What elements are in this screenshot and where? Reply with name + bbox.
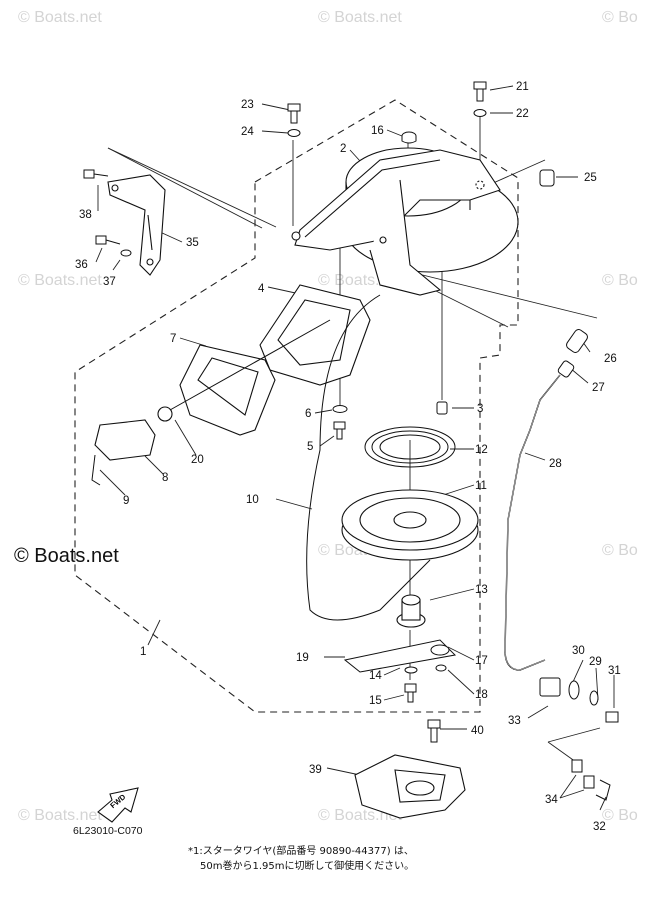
callout-25: 25 (584, 172, 597, 184)
callout-22: 22 (516, 108, 529, 120)
callout-37: 37 (103, 276, 116, 288)
bracket-35 (107, 174, 166, 276)
callout-4: 4 (258, 283, 265, 295)
bolt-15 (404, 683, 417, 703)
watermark-top-left: © Boats.net (18, 9, 102, 26)
washer-6 (332, 405, 348, 413)
clip-17 (430, 644, 450, 656)
washer-14 (404, 666, 418, 674)
watermark-top-center: © Boats.net (318, 9, 402, 26)
callout-13: 13 (475, 584, 488, 596)
callout-38: 38 (79, 209, 92, 221)
washer-37 (120, 249, 132, 257)
callout-26: 26 (604, 353, 617, 365)
nut-16 (401, 131, 417, 144)
callout-11: 11 (475, 480, 487, 492)
cable-end-26 (566, 329, 588, 353)
callout-23: 23 (241, 99, 254, 111)
bolt-5 (333, 421, 346, 440)
callout-28: 28 (549, 458, 562, 470)
sheave-drum-11 (341, 489, 479, 561)
callout-33: 33 (508, 715, 521, 727)
bolt-21 (473, 81, 487, 102)
callout-2: 2 (340, 143, 346, 155)
callout-20: 20 (191, 454, 204, 466)
callout-9: 9 (123, 495, 129, 507)
callout-29: 29 (589, 656, 602, 668)
friction-spring-19 (343, 639, 457, 673)
callout-40: 40 (471, 725, 484, 737)
fwd-arrow-icon: FWD (97, 787, 139, 823)
callout-19: 19 (296, 652, 309, 664)
callout-32: 32 (593, 821, 606, 833)
callout-39: 39 (309, 764, 322, 776)
watermark-top-right: © Bo (602, 9, 638, 26)
callout-8: 8 (162, 472, 168, 484)
callout-35: 35 (186, 237, 199, 249)
diagram-code: 6L23010-C070 (73, 825, 143, 837)
callout-10: 10 (246, 494, 259, 506)
callout-30: 30 (572, 645, 585, 657)
callout-14: 14 (369, 670, 382, 682)
callout-1: 1 (140, 646, 146, 658)
callout-6: 6 (305, 408, 311, 420)
callouts: 1 2 3 4 5 6 7 8 9 10 11 12 13 14 15 16 1… (75, 81, 621, 833)
callout-12: 12 (475, 444, 488, 456)
spiral-spring-12 (364, 426, 456, 468)
pin-3 (436, 401, 448, 415)
watermark-mid-right: © Bo (602, 272, 638, 289)
grommet-7 (179, 344, 276, 436)
watermark-bottom-left: © Boats.net (18, 807, 102, 824)
bolt-23 (287, 103, 301, 124)
watermarks: © Boats.net © Boats.net © Bo © Boats.net… (18, 9, 638, 824)
callout-16: 16 (371, 125, 384, 137)
screw-38 (83, 169, 109, 179)
callout-7: 7 (170, 333, 176, 345)
callout-36: 36 (75, 259, 88, 271)
clip-32 (595, 779, 611, 801)
cap-25 (539, 169, 555, 187)
watermark-mid-left: © Boats.net (18, 272, 102, 289)
starter-handle-8 (94, 406, 173, 461)
collar-29 (589, 690, 599, 706)
bolt-40 (427, 719, 441, 743)
callout-5: 5 (307, 441, 313, 453)
clip-9 (91, 454, 101, 486)
watermark-lower-right: © Bo (602, 542, 638, 559)
spring-30 (568, 680, 580, 700)
plunger-33 (539, 677, 561, 697)
callout-27: 27 (592, 382, 605, 394)
callout-18: 18 (475, 689, 488, 701)
callout-21: 21 (516, 81, 529, 93)
note-line-2: 50m巻から1.95mに切断して御使用ください。 (200, 861, 415, 872)
callout-17: 17 (475, 655, 488, 667)
clip-34 (571, 759, 595, 789)
screw-36 (95, 235, 121, 245)
rope-10 (169, 294, 431, 621)
washer-22 (473, 109, 487, 117)
callout-15: 15 (369, 695, 382, 707)
washer-24 (287, 129, 301, 137)
washer-18 (435, 664, 447, 672)
watermark-large: © Boats.net (14, 545, 119, 567)
drive-pawl-13 (396, 594, 426, 628)
handle-cover-4 (259, 284, 371, 386)
leader-lines (95, 85, 615, 811)
callout-3: 3 (477, 403, 483, 415)
bolt-31 (605, 711, 619, 723)
watermark-bottom-right: © Bo (602, 807, 638, 824)
starter-lock-cable-28 (504, 374, 561, 671)
callout-31: 31 (608, 665, 621, 677)
cable-clamp-27 (557, 360, 575, 378)
cable-inner (504, 374, 561, 671)
starter-case (291, 147, 519, 296)
note-line-1: *1:スタータワイヤ(部品番号 90890-44377) は、 (188, 846, 414, 857)
plate-39 (354, 754, 466, 819)
callout-34: 34 (545, 794, 558, 806)
callout-24: 24 (241, 126, 254, 138)
